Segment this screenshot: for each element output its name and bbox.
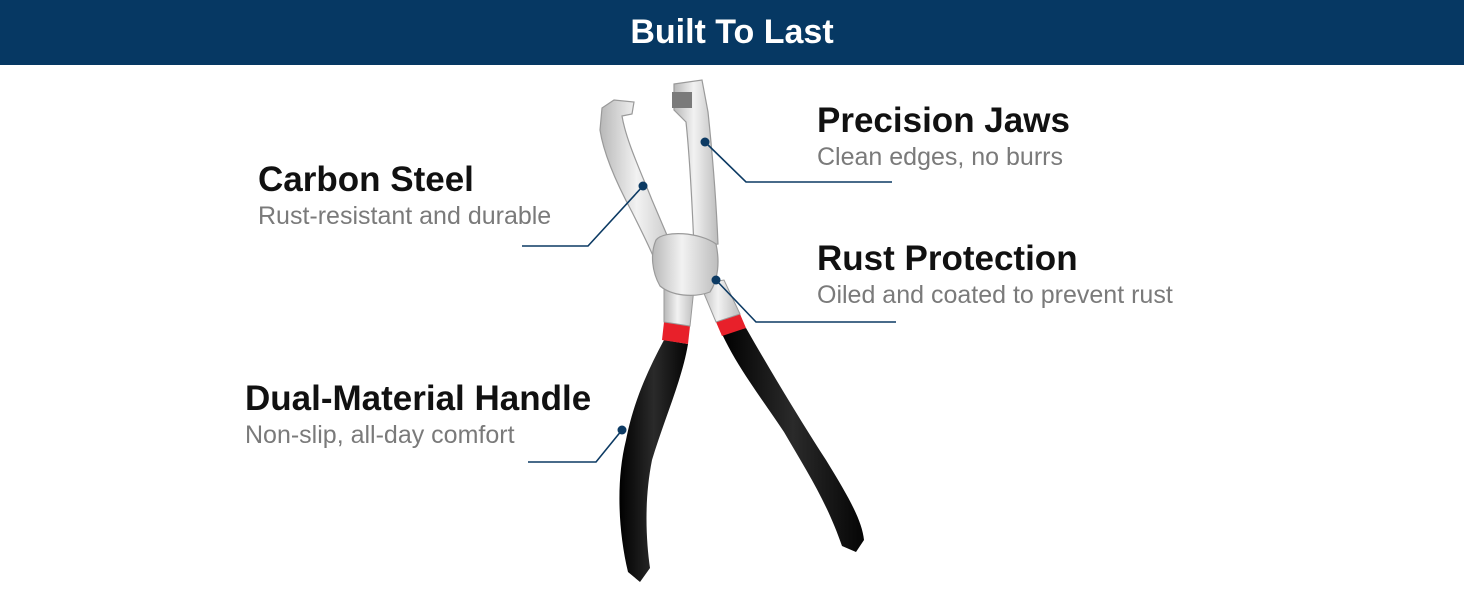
feature-description: Non-slip, all-day comfort [245, 421, 515, 449]
leader-line-precision-jaws [704, 141, 892, 183]
feature-precision-jaws: Precision Jaws Clean edges, no burrs [817, 101, 1070, 173]
leader-line-rust-protection [715, 279, 896, 323]
leader-dot-rust-protection [711, 275, 721, 285]
leader-line-carbon-steel [522, 185, 644, 247]
feature-description: Rust-resistant and durable [258, 202, 552, 230]
leader-line-handle [528, 429, 623, 463]
left-grip-band [662, 322, 690, 344]
feature-carbon-steel: Carbon Steel Rust-resistant and durable [258, 160, 551, 232]
jaw-notch [672, 92, 692, 108]
pivot-joint [651, 233, 719, 296]
feature-title: Precision Jaws [817, 101, 1070, 140]
leader-dots [617, 137, 721, 435]
feature-title: Carbon Steel [258, 160, 474, 199]
feature-rust-protection: Rust Protection Oiled and coated to prev… [817, 239, 1173, 311]
feature-description: Oiled and coated to prevent rust [817, 281, 1173, 309]
leader-dot-precision-jaws [700, 137, 710, 147]
feature-title: Dual-Material Handle [245, 379, 592, 418]
leader-lines [522, 141, 896, 463]
feature-title: Rust Protection [817, 239, 1078, 278]
header-banner: Built To Last [0, 0, 1464, 65]
feature-dual-material-handle: Dual-Material Handle Non-slip, all-day c… [245, 379, 591, 451]
feature-description: Clean edges, no burrs [817, 143, 1063, 171]
page-title: Built To Last [630, 13, 834, 51]
right-handle-grip [722, 328, 864, 552]
leader-dot-carbon-steel [638, 181, 648, 191]
left-handle-grip [619, 340, 688, 582]
leader-dot-handle [617, 425, 627, 435]
